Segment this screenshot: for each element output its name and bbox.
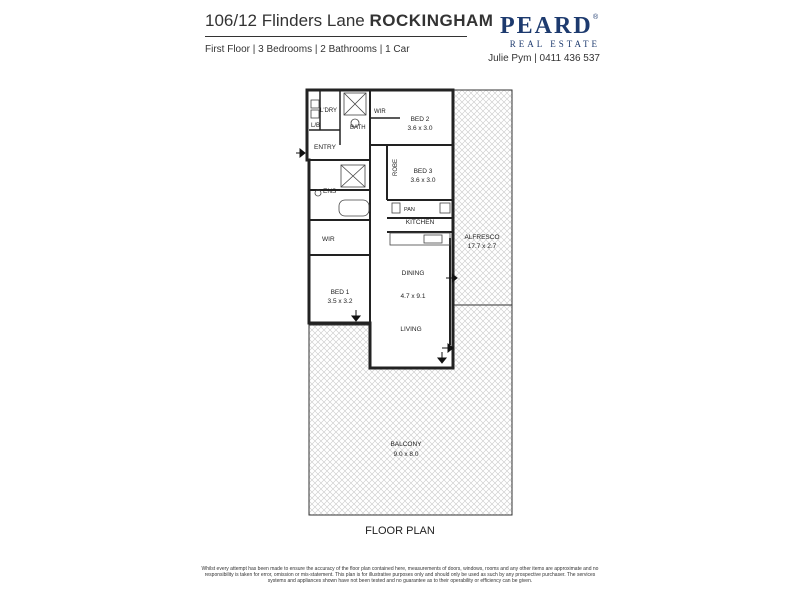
room-label-wir-bed1: WIR [322, 236, 335, 243]
logo-name: PEARD [500, 13, 593, 39]
interior-walls [305, 88, 455, 370]
room-label-bed1: BED 1 [331, 289, 350, 296]
title-divider [205, 36, 467, 37]
room-label-bed2: BED 2 [411, 116, 430, 123]
room-size-bed1: 3.5 x 3.2 [328, 298, 353, 305]
agent-contact: Julie Pym | 0411 436 537 [488, 53, 600, 64]
room-label-ensuite: ENS [323, 188, 337, 195]
listing-suburb: ROCKINGHAM [369, 11, 494, 30]
room-label-bath: BATH [350, 125, 366, 131]
room-label-robe: ROBE [393, 159, 399, 176]
room-size-bed3: 3.6 x 3.0 [411, 177, 436, 184]
logo-tagline: REAL ESTATE [509, 39, 600, 49]
room-label-balcony: BALCONY [390, 441, 422, 448]
room-label-wir-bed2: WIR [374, 109, 386, 115]
listing-title: 106/12 Flinders Lane ROCKINGHAM [205, 11, 493, 31]
room-label-entry: ENTRY [314, 144, 337, 151]
alfresco-area [452, 89, 513, 306]
logo-registered-mark: ® [593, 14, 599, 21]
room-label-alfresco: ALFRESCO [464, 234, 499, 241]
room-size-alfresco: 17.7 x 2.7 [468, 243, 497, 250]
door-arrows [296, 147, 458, 364]
room-label-linen: L/B [311, 123, 320, 129]
room-size-living: 4.7 x 9.1 [401, 293, 426, 300]
room-label-laundry: L'DRY [320, 108, 337, 114]
room-label-kitchen: KITCHEN [406, 219, 435, 226]
peard-logo: PEARD ® REAL ESTATE [500, 14, 600, 49]
floor-plan-diagram: L'DRY L/B BATH ENTRY WIR BED 2 3.6 x 3.0… [296, 88, 513, 516]
balcony-area [308, 304, 513, 516]
listing-address: 106/12 Flinders Lane [205, 11, 365, 30]
room-size-balcony: 9.0 x 8.0 [394, 451, 419, 458]
floor-plan-title: FLOOR PLAN [365, 525, 435, 537]
property-details: First Floor | 3 Bedrooms | 2 Bathrooms |… [205, 44, 410, 55]
room-label-bed3: BED 3 [414, 168, 433, 175]
room-size-bed2: 3.6 x 3.0 [408, 125, 433, 132]
disclaimer-text: Whilst every attempt has been made to en… [201, 566, 599, 584]
room-label-living: LIVING [400, 326, 421, 333]
room-label-dining: DINING [402, 270, 425, 277]
fixtures [310, 92, 451, 246]
room-label-pantry: PAN [404, 207, 415, 213]
